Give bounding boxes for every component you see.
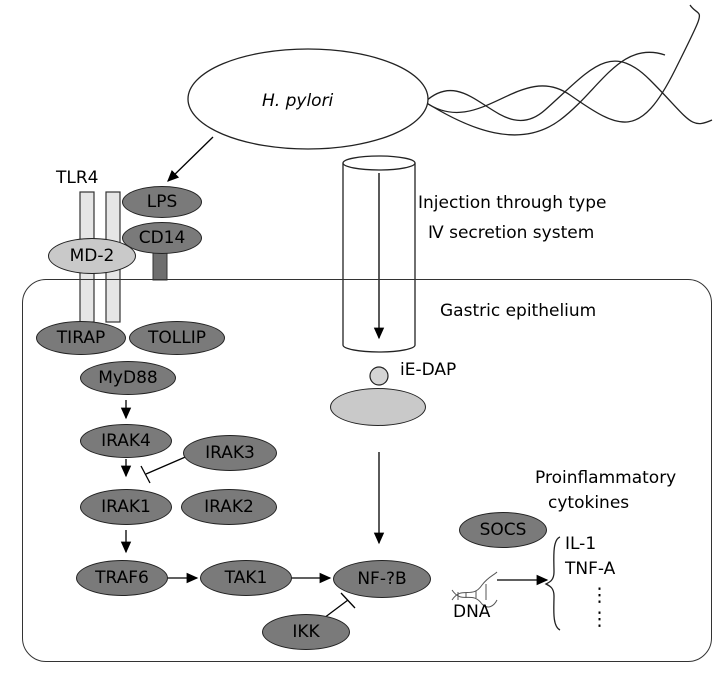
inhibit-irak3-bar	[140, 465, 151, 484]
flagellum-2	[424, 4, 701, 123]
irak2-node: IRAK2	[181, 489, 277, 525]
tirap-node: TIRAP	[36, 321, 126, 355]
h-pylori-label: H. pylori	[262, 91, 334, 111]
cytokine-tnfa: TNF-A	[565, 559, 616, 579]
cell-label: Gastric epithelium	[440, 301, 597, 321]
lps-node: LPS	[122, 186, 202, 218]
dna-helix-icon	[451, 571, 498, 608]
socs-node: SOCS	[459, 512, 547, 548]
arrow-hpylori-lps	[167, 136, 214, 182]
irak1-node: IRAK1	[80, 489, 172, 525]
secretion-tube-top	[342, 155, 416, 171]
myd88-node: MyD88	[80, 361, 176, 395]
traf6-node: TRAF6	[76, 560, 168, 596]
proinflam-label-line1: Proinflammatory	[535, 468, 677, 488]
injection-label-line1: Injection through type	[418, 193, 607, 213]
dna-label: DNA	[453, 602, 491, 622]
cytokine-brace	[544, 536, 561, 631]
ikk-node: IKK	[262, 614, 350, 650]
cytokine-more-2: ⋮	[590, 608, 609, 630]
nfkb-node: NF-?B	[333, 560, 431, 598]
md2-node: MD-2	[48, 238, 136, 274]
tollip-node: TOLLIP	[129, 321, 225, 355]
cytokine-il1: IL-1	[565, 534, 597, 554]
gastric-epithelium-cell	[22, 279, 712, 662]
inhibit-irak3	[145, 454, 191, 475]
ie-dap-circle	[369, 366, 389, 386]
inhibit-ikk-bar	[340, 592, 356, 609]
nod1-node	[330, 388, 426, 426]
h-pylori-body	[187, 48, 429, 150]
irak4-node: IRAK4	[80, 424, 172, 458]
injection-label-line2: Ⅳ secretion system	[428, 223, 595, 243]
secretion-tube	[342, 163, 416, 353]
cytokine-more: ⋮	[590, 584, 609, 606]
ie-dap-label: iE-DAP	[400, 360, 457, 380]
irak3-node: IRAK3	[183, 435, 277, 471]
tak1-node: TAK1	[200, 560, 292, 596]
cd14-node: CD14	[122, 222, 202, 254]
cd14-stalk	[152, 249, 168, 281]
flagellum-1	[424, 60, 713, 125]
proinflam-label-line2: cytokines	[548, 493, 630, 513]
tlr4-label: TLR4	[56, 168, 99, 188]
flagellum-3	[424, 51, 666, 136]
